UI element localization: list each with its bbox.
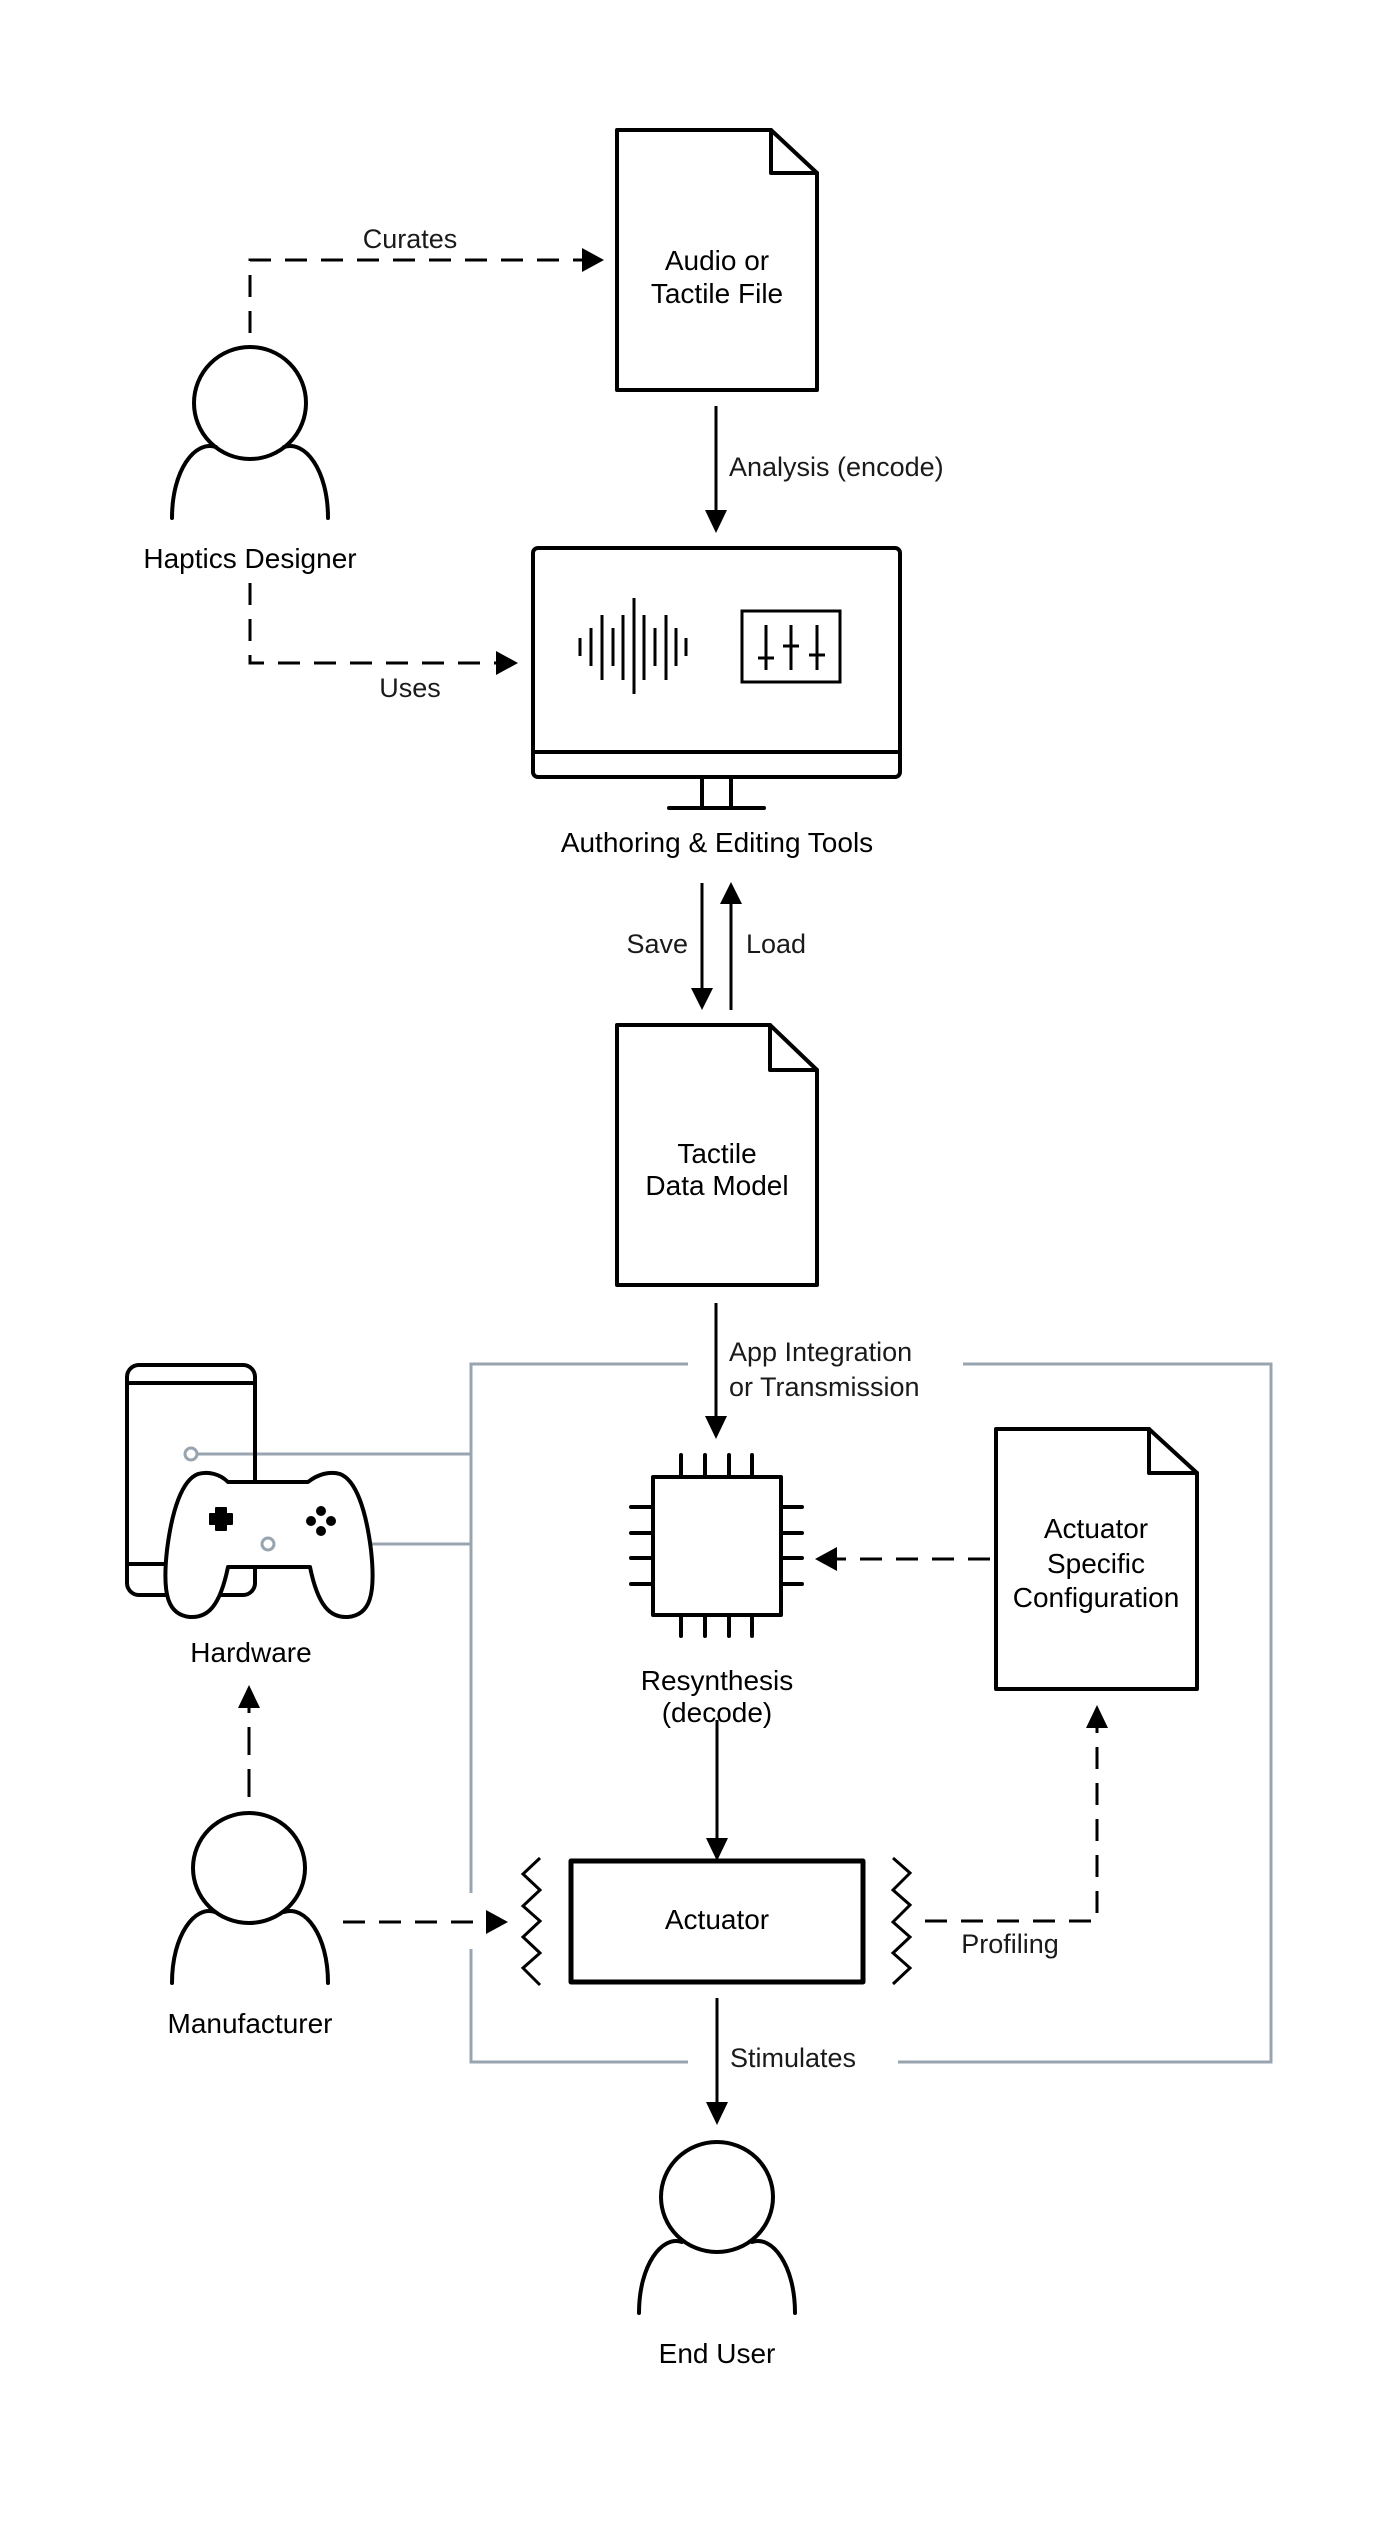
uses-edge: Uses	[248, 583, 518, 703]
audio-tactile-file-node[interactable]: Audio or Tactile File	[615, 128, 819, 392]
document-icon	[615, 1023, 819, 1287]
arrowhead-icon	[486, 1910, 508, 1934]
actuator-config-node[interactable]: Actuator Specific Configuration	[994, 1427, 1199, 1691]
document-icon	[994, 1427, 1199, 1691]
manufacturer-actuator-edge	[343, 1910, 508, 1934]
vibration-icon-right	[890, 1856, 913, 1986]
actuator-label: Actuator	[665, 1904, 769, 1935]
save-edge: Save	[626, 883, 713, 1010]
person-icon	[637, 2140, 797, 2315]
arrowhead-icon	[1086, 1705, 1108, 1728]
tactile-model-label-line2: Data Model	[645, 1170, 788, 1201]
frame-top-left	[469, 1362, 688, 1893]
waveform-icon	[578, 598, 688, 694]
curates-edge: Curates	[248, 224, 604, 333]
manufacturer-node[interactable]: Manufacturer	[168, 1811, 333, 2039]
phone-connector-dot	[183, 1446, 199, 1462]
dpad-icon	[209, 1507, 233, 1531]
arrowhead-icon	[706, 1838, 728, 1861]
frame-bottom-left	[469, 1949, 688, 2064]
authoring-tools-label: Authoring & Editing Tools	[561, 827, 873, 858]
resynthesis-label-line1: Resynthesis	[641, 1665, 794, 1696]
profiling-connector	[925, 1728, 1099, 1923]
stimulates-label: Stimulates	[730, 2043, 856, 2073]
document-fold	[768, 1023, 819, 1072]
hardware-node[interactable]: Hardware	[125, 1363, 375, 1668]
curates-label: Curates	[363, 224, 458, 254]
manufacturer-label: Manufacturer	[168, 2008, 333, 2039]
monitor-icon	[531, 546, 902, 810]
audio-file-label-line1: Audio or	[665, 245, 769, 276]
hardware-label: Hardware	[190, 1637, 311, 1668]
arrowhead-icon	[705, 510, 727, 533]
person-icon	[170, 345, 330, 520]
save-label: Save	[626, 929, 688, 959]
uses-label: Uses	[379, 673, 441, 703]
resynthesis-node[interactable]: Resynthesis (decode)	[629, 1453, 804, 1728]
load-label: Load	[746, 929, 806, 959]
frame-right	[898, 1362, 1273, 2064]
arrowhead-icon	[691, 988, 713, 1010]
curates-connector	[248, 258, 590, 333]
arrowhead-icon	[238, 1685, 260, 1708]
gamepad-connector-dot	[260, 1536, 276, 1552]
document-fold	[1147, 1427, 1199, 1475]
app-integration-label-line2: or Transmission	[729, 1372, 920, 1402]
chip-icon	[629, 1453, 804, 1638]
arrowhead-icon	[582, 248, 604, 272]
profiling-edge: Profiling	[925, 1705, 1108, 1959]
profiling-label: Profiling	[961, 1929, 1059, 1959]
audio-file-label-line2: Tactile File	[651, 278, 783, 309]
config-resynthesis-edge	[815, 1547, 990, 1571]
analysis-label: Analysis (encode)	[729, 452, 944, 482]
app-integration-edge: App Integration or Transmission	[705, 1303, 920, 1439]
manufacturer-hardware-edge	[238, 1685, 260, 1797]
vibration-icon-left	[520, 1856, 543, 1987]
load-edge: Load	[720, 882, 806, 1010]
arrowhead-icon	[706, 2102, 728, 2125]
actuator-box	[568, 1858, 866, 1985]
tactile-model-label-line1: Tactile	[677, 1138, 756, 1169]
document-icon	[615, 128, 819, 392]
sliders-icon	[740, 609, 842, 684]
stimulates-edge: Stimulates	[706, 1998, 856, 2125]
end-user-node[interactable]: End User	[637, 2140, 797, 2369]
resynthesis-actuator-edge	[706, 1720, 728, 1861]
arrowhead-icon	[496, 651, 518, 675]
arrowhead-icon	[815, 1547, 837, 1571]
arrowhead-icon	[705, 1416, 727, 1439]
haptics-designer-node[interactable]: Haptics Designer	[143, 345, 357, 574]
haptics-designer-label: Haptics Designer	[143, 543, 356, 574]
actuator-config-label-line3: Configuration	[1013, 1582, 1180, 1613]
actuator-config-label-line2: Specific	[1047, 1548, 1145, 1579]
authoring-tools-node[interactable]: Authoring & Editing Tools	[531, 546, 902, 858]
tactile-data-model-node[interactable]: Tactile Data Model	[615, 1023, 819, 1287]
arrowhead-icon	[720, 882, 742, 904]
uses-connector	[248, 583, 505, 665]
document-fold	[769, 128, 819, 175]
actuator-config-label-line1: Actuator	[1044, 1513, 1148, 1544]
person-icon	[170, 1811, 330, 1985]
end-user-label: End User	[659, 2338, 776, 2369]
actuator-node[interactable]: Actuator	[520, 1856, 913, 1987]
app-integration-label-line1: App Integration	[729, 1337, 912, 1367]
analysis-edge: Analysis (encode)	[705, 406, 944, 533]
